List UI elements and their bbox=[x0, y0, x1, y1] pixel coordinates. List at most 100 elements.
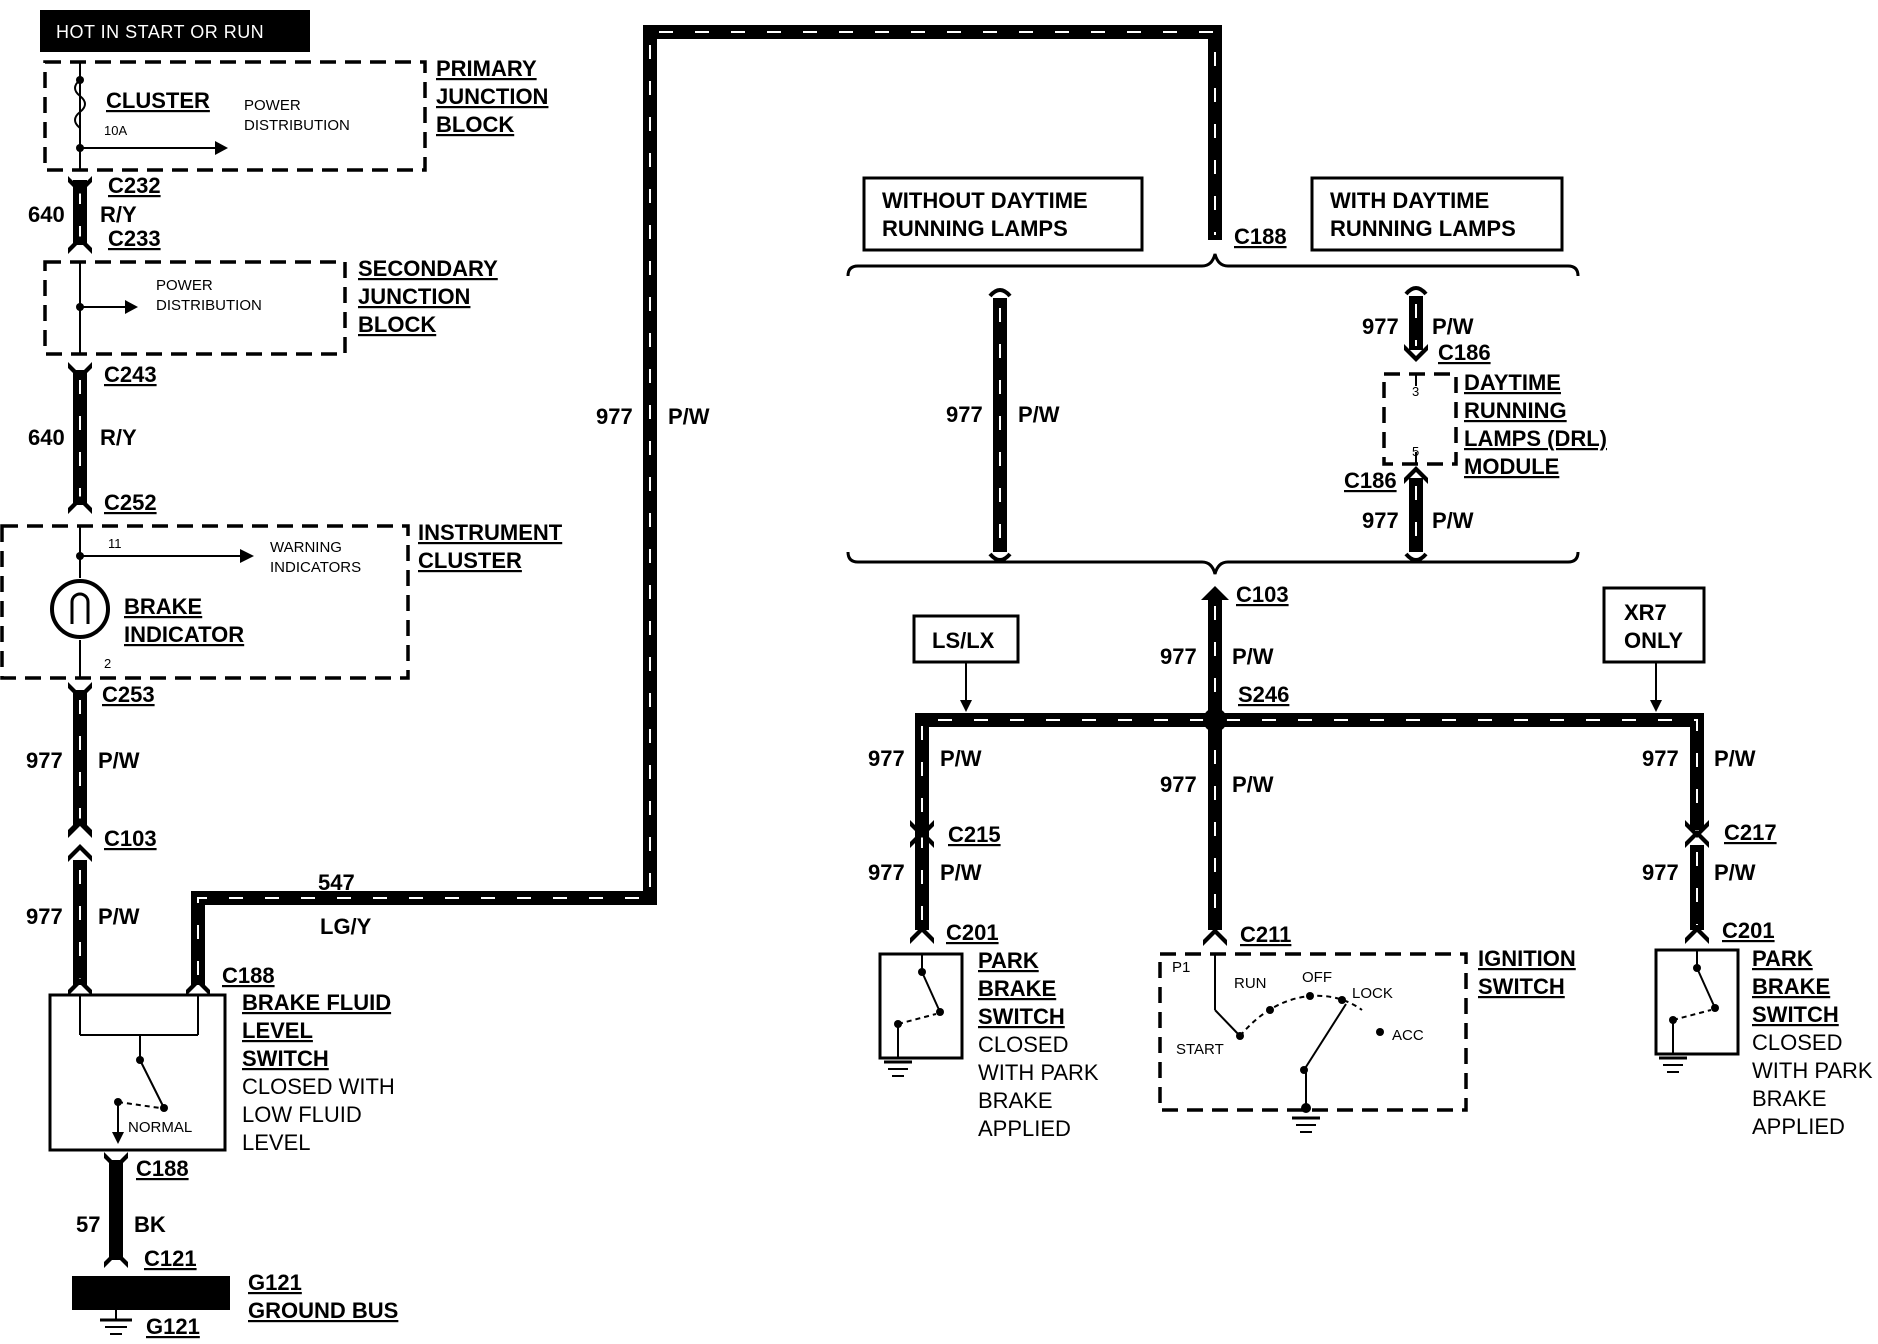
wire-977-drl-in-color: P/W bbox=[1432, 314, 1474, 339]
with-drl-line2: RUNNING LAMPS bbox=[1330, 216, 1516, 241]
wire-977-riser-color: P/W bbox=[668, 404, 710, 429]
warning-indicators-1: WARNING bbox=[270, 539, 342, 556]
power-source-banner bbox=[40, 10, 310, 52]
wire-547-and-977-route bbox=[191, 25, 1222, 985]
primary-label-2: JUNCTION bbox=[436, 84, 548, 109]
primary-junction-block: CLUSTER 10A POWER DISTRIBUTION PRIMARY J… bbox=[43, 56, 548, 172]
left-column-wires bbox=[73, 180, 123, 1260]
park-brake-right-desc-3: BRAKE bbox=[1752, 1086, 1827, 1111]
connector-c188-top: C188 bbox=[1234, 224, 1287, 249]
primary-dist-line2: DISTRIBUTION bbox=[244, 117, 350, 134]
ignition-pos-lock: LOCK bbox=[1352, 985, 1393, 1002]
drl-label-4: MODULE bbox=[1464, 454, 1559, 479]
splice-dot bbox=[1203, 708, 1227, 732]
ignition-label-2: SWITCH bbox=[1478, 974, 1565, 999]
brake-fluid-desc-2: LOW FLUID bbox=[242, 1102, 362, 1127]
ignition-switch: P1 RUN OFF LOCK START ACC IGNITION SWITC… bbox=[1158, 946, 1576, 1133]
drl-pin-top: 3 bbox=[1412, 384, 1419, 399]
wire-547-circuit: 547 bbox=[318, 870, 355, 895]
instrument-cluster-label-1: INSTRUMENT bbox=[418, 520, 563, 545]
connector-c188-bottom: C188 bbox=[136, 1156, 189, 1181]
wire-977-a-circuit: 977 bbox=[26, 748, 63, 773]
wire-977-nodrl-color: P/W bbox=[1018, 402, 1060, 427]
wire-977-right-b-color: P/W bbox=[1714, 860, 1756, 885]
wire-977-drl-out-color: P/W bbox=[1432, 508, 1474, 533]
secondary-junction-block: POWER DISTRIBUTION SECONDARY JUNCTION BL… bbox=[43, 256, 498, 356]
park-brake-left-desc-2: WITH PARK bbox=[978, 1060, 1099, 1085]
fuse-name: CLUSTER bbox=[106, 88, 210, 113]
wire-977-left-b-color: P/W bbox=[940, 860, 982, 885]
ls-lx-text: LS/LX bbox=[932, 628, 995, 653]
connector-c103-center: C103 bbox=[1236, 582, 1289, 607]
wire-640-a-circuit: 640 bbox=[28, 202, 65, 227]
brake-fluid-level-switch: NORMAL BRAKE FLUID LEVEL SWITCH CLOSED W… bbox=[48, 990, 395, 1155]
park-brake-right-label-1: PARK bbox=[1752, 946, 1813, 971]
connector-c243: C243 bbox=[104, 362, 157, 387]
brake-fluid-label-1: BRAKE FLUID bbox=[242, 990, 391, 1015]
connector-c186-top: C186 bbox=[1438, 340, 1491, 365]
park-brake-switch-right: PARK BRAKE SWITCH CLOSED WITH PARK BRAKE… bbox=[1654, 946, 1873, 1139]
connector-c201-right: C201 bbox=[1722, 918, 1775, 943]
without-drl-box bbox=[862, 176, 1144, 252]
connector-c252: C252 bbox=[104, 490, 157, 515]
wire-977-b-circuit: 977 bbox=[26, 904, 63, 929]
ground-id: G121 bbox=[146, 1314, 200, 1339]
ground-bus: G121 GROUND BUS G121 bbox=[72, 1270, 398, 1339]
brake-indicator-bulb bbox=[50, 579, 110, 639]
xr7-line1: XR7 bbox=[1624, 600, 1667, 625]
wire-977-drl-out-circuit: 977 bbox=[1362, 508, 1399, 533]
park-brake-left-desc-4: APPLIED bbox=[978, 1116, 1071, 1141]
splice-s246: S246 bbox=[1238, 682, 1289, 707]
wire-977-c103-color: P/W bbox=[1232, 644, 1274, 669]
park-brake-left-desc-1: CLOSED bbox=[978, 1032, 1068, 1057]
option-brackets bbox=[846, 253, 1580, 575]
connector-c232: C232 bbox=[108, 173, 161, 198]
brake-fluid-label-3: SWITCH bbox=[242, 1046, 329, 1071]
secondary-label-2: JUNCTION bbox=[358, 284, 470, 309]
connector-c121: C121 bbox=[144, 1246, 197, 1271]
with-drl-box bbox=[1310, 176, 1564, 252]
ignition-pos-start: START bbox=[1176, 1041, 1224, 1058]
ignition-pos-p1: P1 bbox=[1172, 959, 1190, 976]
wire-977-left-b-circuit: 977 bbox=[868, 860, 905, 885]
warning-indicators-2: INDICATORS bbox=[270, 559, 361, 576]
wire-640-b-color: R/Y bbox=[100, 425, 137, 450]
ignition-pos-off: OFF bbox=[1302, 969, 1332, 986]
wire-640-b-circuit: 640 bbox=[28, 425, 65, 450]
wire-977-a-color: P/W bbox=[98, 748, 140, 773]
brake-indicator-label-2: INDICATOR bbox=[124, 622, 244, 647]
park-brake-right-label-2: BRAKE bbox=[1752, 974, 1830, 999]
secondary-label-3: BLOCK bbox=[358, 312, 436, 337]
wire-977-drl-in-circuit: 977 bbox=[1362, 314, 1399, 339]
park-brake-left-label-2: BRAKE bbox=[978, 976, 1056, 1001]
connector-c103-left: C103 bbox=[104, 826, 157, 851]
primary-dist-line1: POWER bbox=[244, 97, 301, 114]
drl-label-2: RUNNING bbox=[1464, 398, 1567, 423]
xr7-box bbox=[1602, 586, 1706, 664]
cluster-pin-top: 11 bbox=[108, 536, 122, 551]
primary-label-1: PRIMARY bbox=[436, 56, 537, 81]
wire-977-right-a-color: P/W bbox=[1714, 746, 1756, 771]
wire-977-right-a-circuit: 977 bbox=[1642, 746, 1679, 771]
instrument-cluster-label-2: CLUSTER bbox=[418, 548, 522, 573]
connector-c188-left: C188 bbox=[222, 963, 275, 988]
park-brake-left-label-1: PARK bbox=[978, 948, 1039, 973]
ground-bus-id: G121 bbox=[248, 1270, 302, 1295]
primary-label-3: BLOCK bbox=[436, 112, 514, 137]
drl-module: 3 5 DAYTIME RUNNING LAMPS (DRL) MODULE bbox=[1382, 370, 1607, 479]
ignition-pos-acc: ACC bbox=[1392, 1027, 1424, 1044]
park-brake-right-desc-2: WITH PARK bbox=[1752, 1058, 1873, 1083]
connector-c201-left: C201 bbox=[946, 920, 999, 945]
xr7-line2: ONLY bbox=[1624, 628, 1683, 653]
wire-57-color: BK bbox=[134, 1212, 166, 1237]
park-brake-left-desc-3: BRAKE bbox=[978, 1088, 1053, 1113]
wire-977-left-a-color: P/W bbox=[940, 746, 982, 771]
instrument-cluster: 11 2 WARNING INDICATORS BRAKE INDICATOR … bbox=[0, 520, 563, 680]
secondary-dist-line1: POWER bbox=[156, 277, 213, 294]
secondary-label-1: SECONDARY bbox=[358, 256, 498, 281]
drl-label-3: LAMPS (DRL) bbox=[1464, 426, 1607, 451]
brake-indicator-label-1: BRAKE bbox=[124, 594, 202, 619]
brake-fluid-desc-3: LEVEL bbox=[242, 1130, 311, 1155]
ground-bus-label: GROUND BUS bbox=[248, 1298, 398, 1323]
